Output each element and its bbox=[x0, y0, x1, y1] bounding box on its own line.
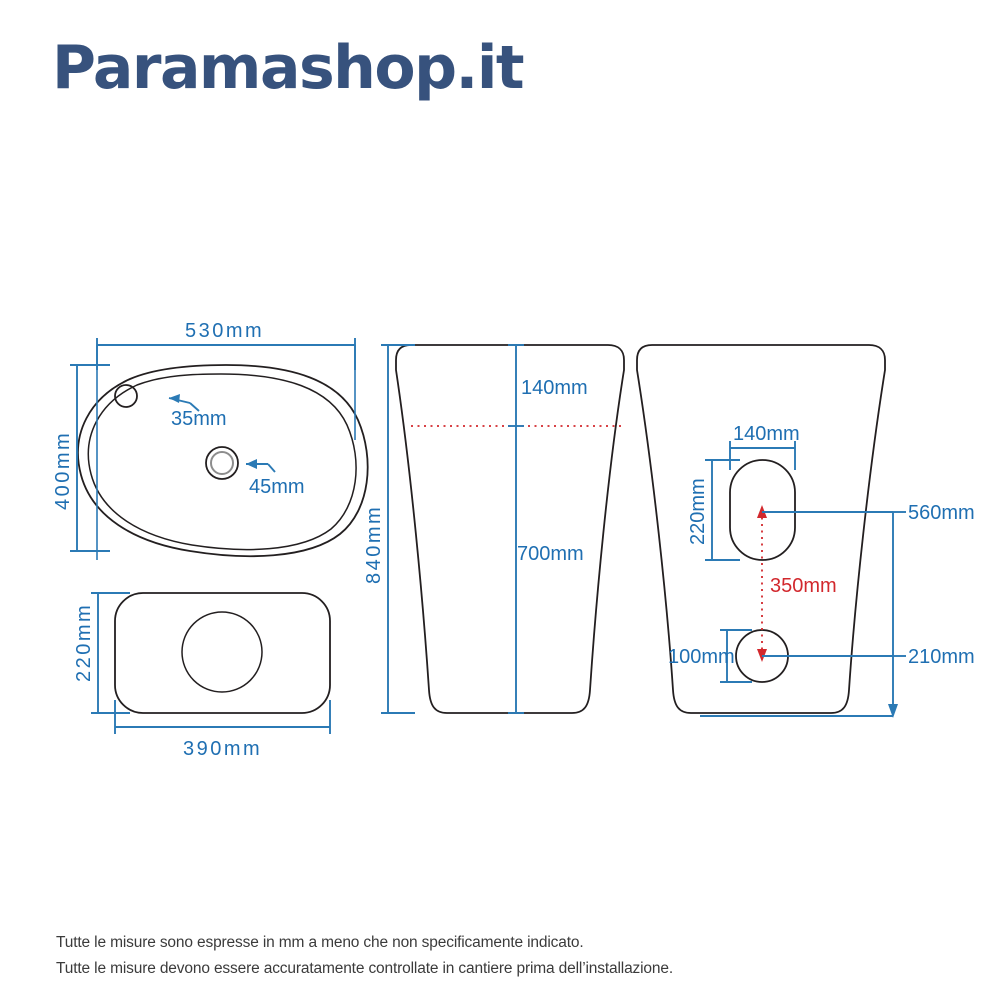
dimension-45-label: 45mm bbox=[249, 476, 305, 498]
dimension-210-label: 210mm bbox=[908, 646, 975, 668]
dimension-220-base: 220mm bbox=[73, 592, 130, 714]
footer-note-1: Tutte le misure sono espresse in mm a me… bbox=[56, 934, 584, 951]
rear-oval-hole bbox=[729, 459, 796, 561]
view-bottom-base: 220mm 390mm bbox=[73, 592, 331, 760]
dimension-350-label: 350mm bbox=[770, 575, 837, 597]
arrowhead-35 bbox=[169, 394, 180, 403]
rear-body-outline bbox=[636, 344, 886, 714]
dimension-400-label: 400mm bbox=[52, 431, 74, 510]
arrowhead-45 bbox=[246, 459, 257, 469]
dimension-220-base-label: 220mm bbox=[73, 603, 95, 682]
base-circle bbox=[181, 611, 263, 693]
basin-inner-bowl bbox=[87, 373, 357, 551]
dimension-700-label: 700mm bbox=[517, 543, 584, 565]
dimension-35-label: 35mm bbox=[171, 408, 227, 430]
base-footprint bbox=[114, 592, 331, 714]
dimension-35-leader: 35mm bbox=[168, 394, 227, 430]
dimension-560: 560mm bbox=[762, 502, 975, 524]
dimension-100-label: 100mm bbox=[668, 646, 735, 668]
front-body-outline bbox=[395, 344, 625, 714]
dimension-390-label: 390mm bbox=[183, 738, 262, 760]
dimension-140-700: 140mm 700mm bbox=[508, 344, 588, 714]
dimension-350: 350mm bbox=[757, 505, 837, 662]
drain-hole-inner bbox=[210, 451, 234, 475]
arrowhead-floor bbox=[888, 704, 898, 718]
view-rear-elevation: 140mm 220mm 100mm 350mm 560mm bbox=[636, 344, 975, 718]
dimension-390: 390mm bbox=[114, 700, 331, 760]
basin-outer-rim bbox=[77, 364, 369, 558]
dimension-220-rear-label: 220mm bbox=[687, 478, 709, 545]
brand-logo: Paramashop.it bbox=[52, 33, 525, 103]
dimension-840-label: 840mm bbox=[363, 505, 385, 584]
dimension-220-rear: 220mm bbox=[687, 459, 740, 561]
dimension-45-leader: 45mm bbox=[246, 459, 305, 498]
view-top-basin: 530mm 400mm 35mm 45mm bbox=[52, 320, 369, 560]
rear-floor-extension bbox=[700, 512, 898, 718]
dimension-560-label: 560mm bbox=[908, 502, 975, 524]
dimension-100: 100mm bbox=[668, 629, 752, 683]
tap-hole bbox=[114, 384, 138, 408]
footer-note-2: Tutte le misure devono essere accuratame… bbox=[56, 960, 673, 977]
dimension-140-rear: 140mm bbox=[729, 423, 800, 470]
dimension-400: 400mm bbox=[52, 364, 110, 552]
view-front-elevation: 840mm 140mm 700mm bbox=[363, 344, 625, 714]
dimension-140-rear-label: 140mm bbox=[733, 423, 800, 445]
dimension-140-front-label: 140mm bbox=[521, 377, 588, 399]
dimension-530: 530mm bbox=[96, 320, 356, 560]
dimension-530-label: 530mm bbox=[185, 320, 264, 342]
dimension-210: 210mm bbox=[762, 646, 975, 668]
dimension-840: 840mm bbox=[363, 344, 415, 714]
drain-hole-outer bbox=[205, 446, 239, 480]
footer-notes: Tutte le misure sono espresse in mm a me… bbox=[56, 930, 916, 982]
